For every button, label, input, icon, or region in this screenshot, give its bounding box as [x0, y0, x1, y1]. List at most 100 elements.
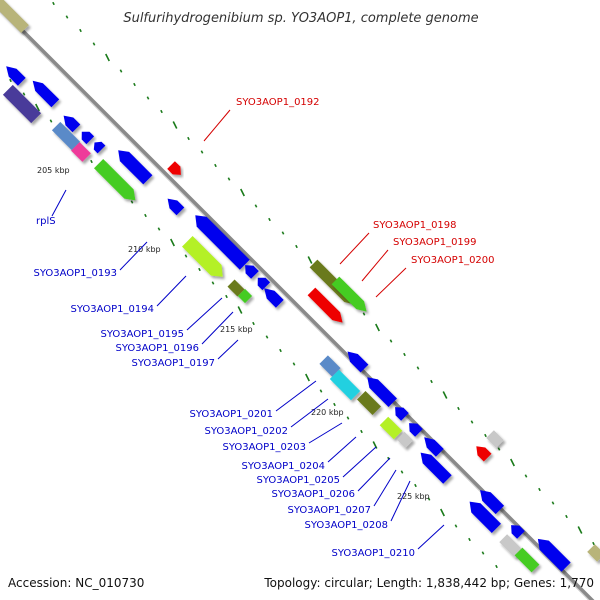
tick-mark	[279, 348, 282, 353]
gene-reverse	[245, 265, 259, 279]
callout-line	[361, 249, 389, 282]
tick-mark	[400, 470, 404, 474]
tick-mark	[146, 96, 150, 100]
gene-reverse	[480, 490, 505, 515]
gene-reverse	[63, 115, 81, 133]
gene-label-reverse: SYO3AOP1_0205	[256, 475, 340, 486]
tick-mark	[268, 217, 271, 222]
tick-mark	[90, 159, 93, 164]
gene-label-reverse: SYO3AOP1_0203	[222, 442, 306, 453]
gene-syo3aop1-0197	[264, 288, 284, 308]
tick-mark	[442, 391, 448, 399]
gene-label-reverse: SYO3AOP1_0208	[304, 520, 388, 531]
callout-line	[339, 232, 370, 265]
gene-syo3aop1-0207	[424, 437, 444, 457]
tick-mark	[281, 231, 285, 235]
gene-label-forward: SYO3AOP1_0198	[373, 220, 457, 231]
tick-mark	[427, 497, 431, 501]
tick-mark	[403, 352, 406, 357]
tick-mark	[524, 474, 528, 478]
callout-line	[275, 380, 317, 412]
gene-syo3aop1-0210	[469, 501, 501, 533]
tick-mark	[52, 1, 55, 6]
tick-mark	[49, 119, 53, 123]
gene-label-forward: SYO3AOP1_0199	[393, 237, 477, 248]
tick-mark	[346, 416, 350, 420]
callout-line	[119, 241, 148, 271]
gene-syo3aop1-0199	[331, 276, 367, 312]
position-mark-label: 215 kbp	[220, 325, 253, 334]
callout-line	[290, 398, 329, 428]
gene-forward	[0, 0, 29, 33]
tick-mark	[307, 256, 313, 264]
tick-mark	[440, 508, 445, 517]
gene-label-reverse: SYO3AOP1_0207	[287, 505, 371, 516]
tick-mark	[416, 366, 420, 370]
gene-label-reverse: SYO3AOP1_0202	[204, 426, 288, 437]
tick-mark	[484, 433, 487, 438]
topology-text: Topology: circular; Length: 1,838,442 bp…	[263, 576, 594, 590]
gene-reverse	[257, 277, 271, 291]
tick-mark	[184, 254, 188, 258]
tick-mark	[157, 227, 161, 231]
gene-reverse	[537, 538, 571, 572]
tick-mark	[538, 487, 541, 492]
tick-mark	[105, 53, 110, 62]
tick-mark	[240, 188, 245, 197]
tick-mark	[133, 82, 136, 87]
tick-mark	[198, 267, 201, 272]
tick-mark	[470, 420, 474, 424]
tick-mark	[360, 429, 363, 434]
gene-reverse	[118, 150, 153, 185]
tick-mark	[130, 200, 134, 204]
position-mark-label: 220 kbp	[311, 408, 344, 417]
tick-mark	[92, 42, 96, 46]
tick-mark	[211, 281, 215, 285]
callout-line	[203, 109, 231, 142]
gene-label-reverse: SYO3AOP1_0201	[189, 409, 273, 420]
map-title: Sulfurihydrogenibium sp. YO3AOP1, comple…	[123, 11, 478, 26]
gene-forward	[587, 544, 600, 562]
tick-mark	[362, 312, 366, 316]
tick-mark	[214, 163, 217, 168]
gene-reverse	[514, 547, 540, 573]
tick-mark	[333, 402, 336, 407]
gene-label-reverse: SYO3AOP1_0206	[271, 489, 355, 500]
tick-mark	[430, 379, 433, 384]
tick-mark	[22, 92, 26, 96]
callout-line	[51, 189, 67, 217]
gene-labels: SYO3AOP1_0192SYO3AOP1_0198SYO3AOP1_0199S…	[33, 97, 494, 559]
tick-mark	[252, 321, 255, 326]
gene-syo3aop1-0202	[329, 369, 361, 401]
gene-forward	[486, 430, 504, 448]
gene-reverse	[51, 121, 81, 151]
tick-mark	[295, 244, 298, 249]
tick-mark	[565, 514, 568, 519]
tick-mark	[237, 306, 243, 314]
callout-line	[373, 469, 397, 507]
tick-mark	[495, 564, 498, 569]
gene-reverse	[367, 377, 397, 407]
tick-mark	[305, 373, 310, 382]
callout-line	[217, 339, 239, 360]
tick-mark	[225, 294, 228, 299]
callout-line	[156, 275, 187, 307]
tick-mark	[187, 136, 190, 141]
gene-features	[0, 0, 600, 573]
gene-reverse	[71, 142, 91, 162]
gene-rpls	[94, 159, 136, 201]
gene-label-reverse: SYO3AOP1_0195	[100, 329, 184, 340]
gene-reverse	[81, 131, 95, 145]
tick-mark	[468, 537, 471, 542]
gene-reverse	[511, 525, 525, 539]
gene-syo3aop1-0205	[396, 431, 414, 449]
gene-syo3aop1-0200	[307, 287, 343, 323]
gene-reverse	[6, 66, 26, 86]
tick-mark	[497, 447, 501, 451]
gene-reverse	[499, 534, 523, 558]
tick-mark	[172, 121, 178, 129]
